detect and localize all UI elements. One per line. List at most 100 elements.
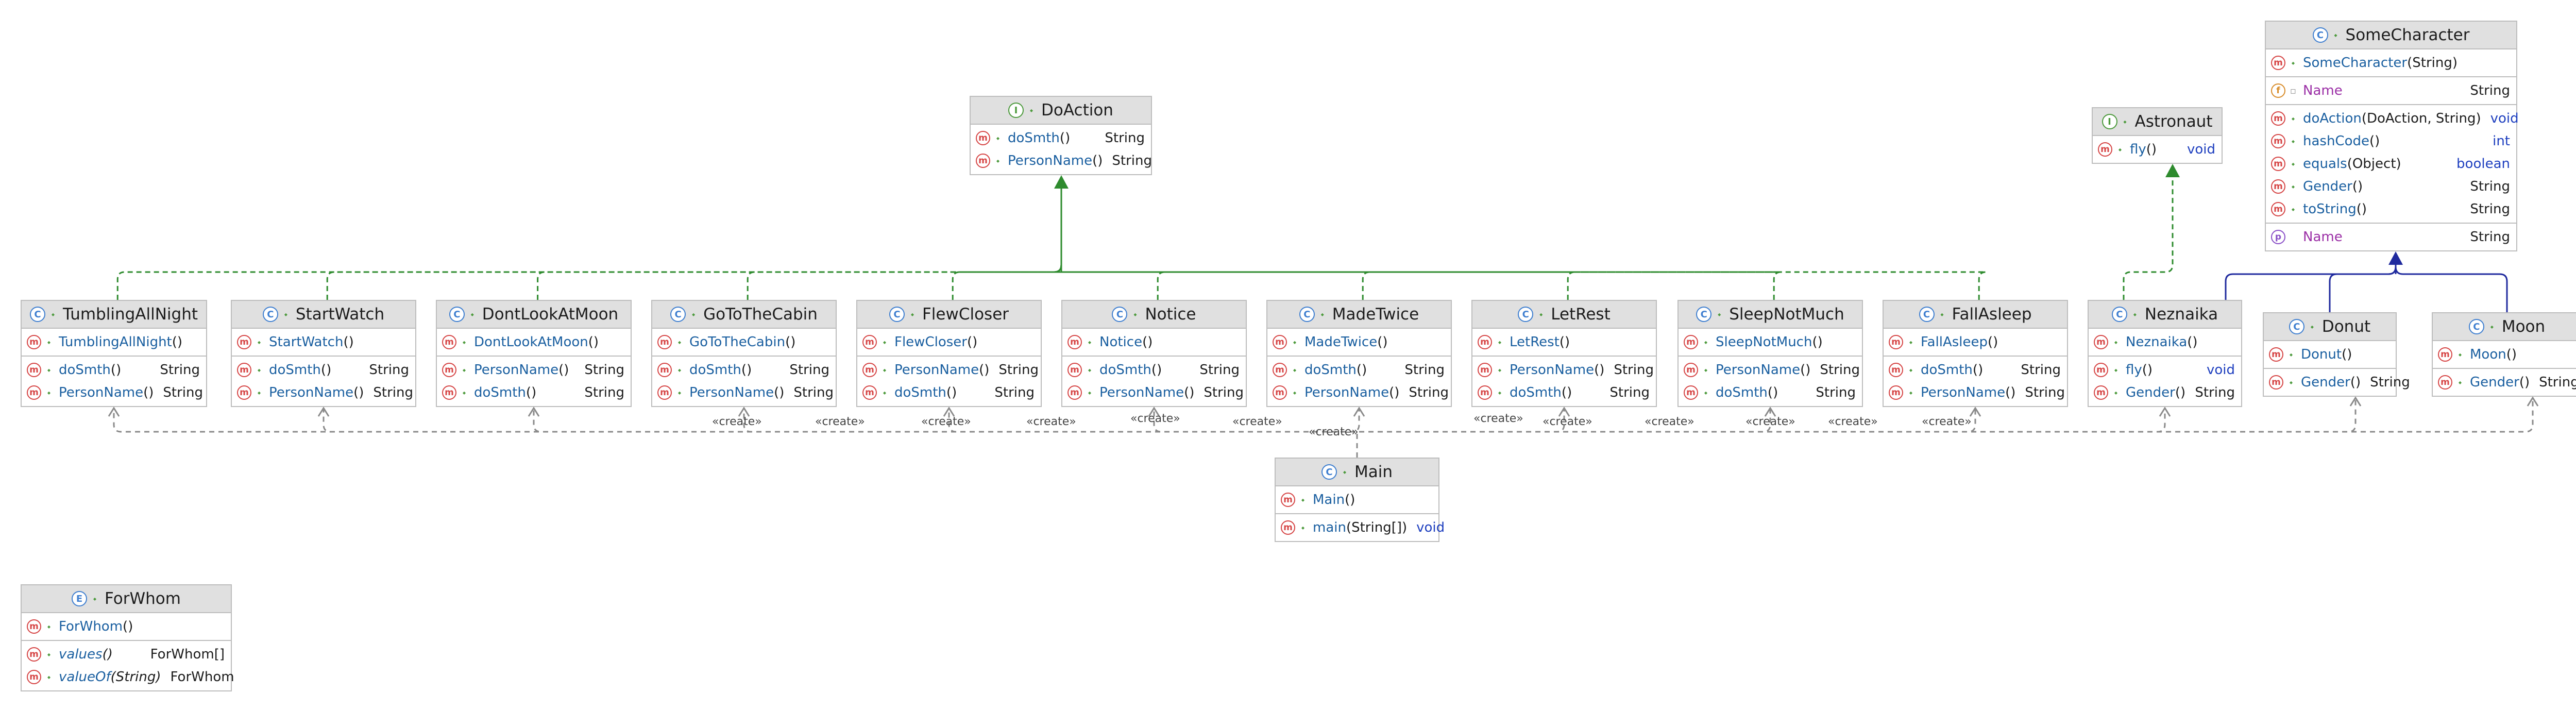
member-name: doSmth [1304, 362, 1357, 378]
member-row[interactable]: m⬩PersonName()String [1884, 381, 2067, 404]
member-row[interactable]: m⬩valueOf(String)ForWhom [22, 666, 234, 688]
member-row[interactable]: m⬩equals(Object)boolean [2266, 153, 2516, 175]
member-section: m⬩StartWatch() [232, 329, 415, 356]
member-row[interactable]: m⬩TumblingAllNight() [22, 331, 206, 353]
member-type: String [1609, 385, 1650, 400]
interface-kind-icon: I [1008, 103, 1024, 118]
member-name: doSmth [269, 362, 321, 378]
member-row[interactable]: m⬩PersonName()String [437, 359, 631, 381]
member-row[interactable]: m⬩doSmth()String [1472, 381, 1656, 404]
member-row[interactable]: m⬩doSmth()String [22, 359, 206, 381]
member-name: FlewCloser [894, 334, 967, 350]
member-row[interactable]: m⬩MadeTwice() [1267, 331, 1451, 353]
member-row[interactable]: m⬩main(String[])void [1276, 516, 1445, 539]
member-row[interactable]: m⬩doSmth()String [971, 127, 1151, 149]
implements-edge [537, 264, 1062, 300]
member-row[interactable]: m⬩doSmth()String [857, 381, 1041, 404]
member-row[interactable]: m⬩Gender()String [2433, 371, 2576, 394]
member-row[interactable]: m⬩PersonName()String [1679, 359, 1862, 381]
member-row[interactable]: m⬩toString()String [2266, 198, 2516, 221]
method-icon: m [1067, 385, 1082, 400]
member-row[interactable]: m⬩FallAsleep() [1884, 331, 2067, 353]
member-type: String [1614, 362, 1654, 378]
member-row[interactable]: m⬩doSmth()String [232, 359, 415, 381]
member-row[interactable]: m⬩SleepNotMuch() [1679, 331, 1862, 353]
member-row[interactable]: m⬩Main() [1276, 488, 1438, 511]
member-row[interactable]: m⬩PersonName()String [1472, 359, 1656, 381]
member-row[interactable]: m⬩fly()void [2093, 138, 2222, 161]
member-row[interactable]: m⬩hashCode()int [2266, 130, 2516, 153]
member-row[interactable]: m⬩FlewCloser() [857, 331, 1041, 353]
visibility-icon: ⬩ [257, 387, 261, 398]
method-icon: m [2269, 347, 2283, 362]
class-header: C⬩GoToTheCabin [652, 301, 836, 329]
member-row[interactable]: m⬩PersonName()String [857, 359, 1041, 381]
create-label: «create» [1745, 415, 1795, 428]
member-row[interactable]: m⬩doSmth()String [1062, 359, 1246, 381]
member-name: PersonName [689, 385, 774, 400]
member-row[interactable]: m⬩Notice() [1062, 331, 1246, 353]
member-row[interactable]: m⬩StartWatch() [232, 331, 415, 353]
member-row[interactable]: m⬩doSmth()String [437, 381, 631, 404]
member-row[interactable]: m⬩doSmth()String [652, 359, 836, 381]
member-row[interactable]: m⬩PersonName()String [971, 149, 1152, 172]
member-row[interactable]: m⬩PersonName()String [1062, 381, 1246, 404]
member-row[interactable]: m⬩PersonName()String [232, 381, 415, 404]
visibility-icon: ⬩ [1909, 336, 1913, 348]
public-visibility-icon: ⬩ [1343, 466, 1347, 478]
member-row[interactable]: m⬩values()ForWhom[] [22, 643, 231, 666]
member-row[interactable]: m⬩ForWhom() [22, 615, 231, 638]
member-name: StartWatch [269, 334, 344, 350]
member-row[interactable]: m⬩fly()void [2089, 359, 2241, 381]
member-row[interactable]: m⬩GoToTheCabin() [652, 331, 836, 353]
dependency-arrowhead [317, 407, 330, 417]
member-name: doSmth [894, 385, 946, 400]
visibility-icon: ⬩ [2114, 364, 2118, 376]
visibility-icon: ⬩ [2291, 57, 2295, 69]
create-dependency-edge [1356, 409, 1565, 458]
member-row[interactable]: m⬩PersonName()String [22, 381, 206, 404]
member-row[interactable]: m⬩SomeCharacter(String) [2266, 52, 2516, 74]
member-row[interactable]: m⬩Neznaika() [2089, 331, 2241, 353]
member-row[interactable]: m⬩PersonName()String [652, 381, 836, 404]
member-row[interactable]: m⬩Gender()String [2266, 175, 2516, 198]
member-signature: () [1767, 385, 1778, 400]
member-row[interactable]: m⬩Gender()String [2089, 381, 2241, 404]
member-row[interactable]: m⬩Donut() [2264, 343, 2396, 366]
member-row[interactable]: m⬩doSmth()String [1267, 359, 1451, 381]
member-row[interactable]: m⬩LetRest() [1472, 331, 1656, 353]
member-type: String [2539, 375, 2576, 390]
member-row[interactable]: m⬩DontLookAtMoon() [437, 331, 631, 353]
member-row[interactable]: m⬩doSmth()String [1884, 359, 2067, 381]
member-row[interactable]: m⬩PersonName()String [1267, 381, 1451, 404]
member-row[interactable]: m⬩doSmth()String [1679, 381, 1862, 404]
member-row[interactable]: m⬩Moon() [2433, 343, 2576, 366]
member-row[interactable]: m⬩doAction(DoAction, String)void [2266, 107, 2519, 130]
member-signature: () [353, 385, 364, 400]
member-row[interactable]: m⬩Gender()String [2264, 371, 2410, 394]
